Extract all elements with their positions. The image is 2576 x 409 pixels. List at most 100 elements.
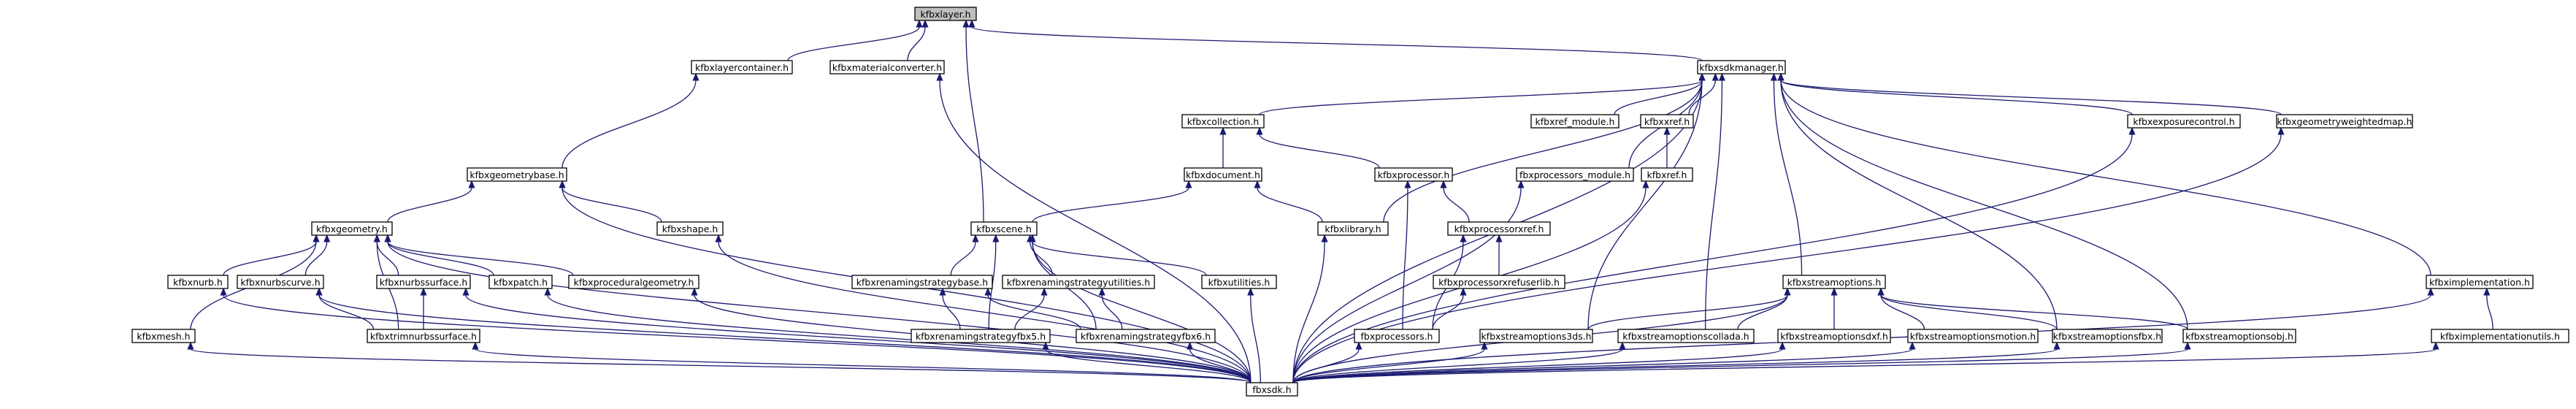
edge-kfbxrenamingstrategyfbx5-to-kfbxrenamingstrategyutilities (1014, 287, 1048, 330)
edge-kfbxrenamingstrategyfbx5-to-kfbxrenamingstrategybase (939, 287, 961, 330)
node-box (1530, 114, 1619, 129)
node-kfbxstreamoptionscollada[interactable]: kfbxstreamoptionscollada.h (1617, 329, 1755, 343)
edge-kfbxlibrary-to-kfbxsdkmanager (1383, 72, 1706, 223)
edge-kfbxtrimnurbssurface-to-kfbxnurbssurface (420, 287, 427, 329)
node-label: kfbxcollection.h (1187, 116, 1260, 127)
node-kfbximplementation[interactable]: kfbximplementation.h (2426, 275, 2534, 289)
node-box (2431, 329, 2569, 343)
node-label: kfbxstreamoptionscollada.h (1622, 331, 1749, 342)
node-kfbxnurb[interactable]: kfbxnurb.h (167, 275, 229, 289)
node-kfbxstreamoptionsmotion[interactable]: kfbxstreamoptionsmotion.h (1907, 329, 2039, 343)
edge-fbxsdk-to-kfbxpatch (544, 287, 1251, 383)
node-label: kfbxstreamoptions3ds.h (1481, 331, 1591, 342)
node-box (1697, 60, 1786, 74)
node-fbxsdk[interactable]: fbxsdk.h (1246, 382, 1298, 397)
node-kfbxmesh[interactable]: kfbxmesh.h (131, 329, 196, 343)
node-box (131, 329, 196, 343)
edge-fbxsdk-to-kfbxmesh (187, 341, 1251, 383)
node-kfbxref[interactable]: kfbxref.h (1641, 167, 1693, 182)
node-label: kfbxstreamoptionsfbx.h (2053, 331, 2161, 342)
node-kfbxmaterialconverter[interactable]: kfbxmaterialconverter.h (829, 60, 945, 74)
node-box (311, 221, 393, 236)
node-box (467, 167, 567, 182)
node-label: kfbxrenamingstrategyfbx6.h (1081, 331, 1211, 342)
edge-layer (187, 19, 2493, 383)
node-kfbxshape[interactable]: kfbxshape.h (656, 221, 724, 236)
node-box (1907, 329, 2039, 343)
node-kfbxrenamingstrategybase[interactable]: kfbxrenamingstrategybase.h (851, 275, 993, 289)
edge-kfbxgeometrybase-to-kfbxlayercontainer (561, 72, 699, 169)
node-label: kfbxshape.h (662, 223, 718, 234)
node-kfbxref-module[interactable]: kfbxref_module.h (1530, 114, 1619, 129)
edge-kfbxnurbscurve-to-kfbxgeometry (304, 234, 331, 276)
node-kfbxnurbssurface[interactable]: kfbxnurbssurface.h (376, 275, 471, 289)
node-label: kfbxlibrary.h (1325, 223, 1381, 234)
node-kfbxrenamingstrategyfbx5[interactable]: kfbxrenamingstrategyfbx5.h (911, 329, 1051, 343)
node-kfbxdocument[interactable]: kfbxdocument.h (1184, 167, 1262, 182)
node-kfbxstreamoptionsfbx[interactable]: kfbxstreamoptionsfbx.h (2052, 329, 2163, 343)
node-box (1002, 275, 1155, 289)
edge-kfbxdocument-to-kfbxcollection (1219, 126, 1227, 169)
node-kfbxrenamingstrategyfbx6[interactable]: kfbxrenamingstrategyfbx6.h (1076, 329, 1216, 343)
node-label: kfbximplementationutils.h (2440, 331, 2560, 342)
node-box (914, 7, 977, 21)
edge-kfbxsdkmanager-to-kfbxlayer (968, 19, 1703, 61)
node-label: kfbxnurb.h (173, 277, 223, 288)
node-label: kfbxref.h (1647, 169, 1687, 180)
node-label: kfbxmesh.h (137, 331, 190, 342)
edge-kfbximplementation-to-kfbxsdkmanager (1777, 72, 2431, 276)
edge-fbxsdk-to-kfbxscene (1029, 234, 1251, 383)
node-label: kfbxexposurecontrol.h (2133, 116, 2234, 127)
node-kfbxrenamingstrategyutilities[interactable]: kfbxrenamingstrategyutilities.h (1002, 275, 1155, 289)
node-kfbxprocessor[interactable]: kfbxprocessor.h (1374, 167, 1453, 182)
node-box (2426, 275, 2534, 289)
node-label: kfbxxref.h (1644, 116, 1690, 127)
node-box (1640, 114, 1694, 129)
node-fbxprocessors-module[interactable]: fbxprocessors_module.h (1516, 167, 1634, 182)
node-kfbxtrimnurbssurface[interactable]: kfbxtrimnurbssurface.h (367, 329, 480, 343)
edge-fbxsdk-to-kfbxexposurecontrol (1292, 126, 2136, 383)
node-kfbxprocessorxref[interactable]: kfbxprocessorxref.h (1447, 221, 1551, 236)
node-kfbxexposurecontrol[interactable]: kfbxexposurecontrol.h (2127, 114, 2241, 129)
node-kfbxxref[interactable]: kfbxxref.h (1640, 114, 1694, 129)
node-kfbximplementationutils[interactable]: kfbximplementationutils.h (2431, 329, 2569, 343)
node-label: kfbxlayercontainer.h (695, 62, 789, 73)
edge-fbxsdk-to-kfbximplementationutils (1292, 341, 2439, 383)
node-kfbxlayercontainer[interactable]: kfbxlayercontainer.h (691, 60, 793, 74)
edge-fbxsdk-to-kfbxgeometryweightedmap (1292, 126, 2285, 383)
node-kfbxcollection[interactable]: kfbxcollection.h (1181, 114, 1265, 129)
node-kfbxsdkmanager[interactable]: kfbxsdkmanager.h (1697, 60, 1786, 74)
edge-kfbximplementationutils-to-kfbximplementation (2483, 287, 2493, 330)
node-kfbxgeometrybase[interactable]: kfbxgeometrybase.h (467, 167, 567, 182)
edge-kfbxstreamoptionscollada-to-kfbxsdkmanager (1704, 72, 1725, 330)
node-label: kfbxstreamoptionsobj.h (2185, 331, 2293, 342)
node-kfbxprocessorxrefuserlib[interactable]: kfbxprocessorxrefuserlib.h (1433, 275, 1565, 289)
edge-kfbxrenamingstrategyfbx6-to-kfbxrenamingstrategybase (984, 287, 1081, 330)
edge-fbxsdk-to-kfbxrenamingstrategyfbx5 (1042, 341, 1251, 383)
node-kfbxutilities[interactable]: kfbxutilities.h (1201, 275, 1277, 289)
node-kfbxlibrary[interactable]: kfbxlibrary.h (1317, 221, 1389, 236)
node-label: kfbxprocessorxrefuserlib.h (1438, 277, 1560, 288)
node-kfbxstreamoptions[interactable]: kfbxstreamoptions.h (1782, 275, 1886, 289)
node-label: kfbxstreamoptions.h (1787, 277, 1882, 288)
edge-kfbxrenamingstrategyfbx6-to-kfbxrenamingstrategyutilities (1098, 287, 1123, 330)
node-kfbxstreamoptions3ds[interactable]: kfbxstreamoptions3ds.h (1479, 329, 1593, 343)
node-label: kfbxtrimnurbssurface.h (370, 331, 477, 342)
node-kfbxgeometry[interactable]: kfbxgeometry.h (311, 221, 393, 236)
node-kfbxgeometryweightedmap[interactable]: kfbxgeometryweightedmap.h (2276, 114, 2413, 129)
edge-fbxsdk-to-kfbxstreamoptionsdxf (1292, 341, 1786, 383)
node-kfbxstreamoptionsdxf[interactable]: kfbxstreamoptionsdxf.h (1777, 329, 1891, 343)
node-kfbxpatch[interactable]: kfbxpatch.h (488, 275, 553, 289)
node-kfbxproceduralgeometry[interactable]: kfbxproceduralgeometry.h (568, 275, 699, 289)
node-kfbxlayer[interactable]: kfbxlayer.h (914, 7, 977, 21)
node-box (568, 275, 699, 289)
node-kfbxscene[interactable]: kfbxscene.h (970, 221, 1038, 236)
node-label: kfbxref_module.h (1536, 116, 1615, 127)
edge-fbxsdk-to-kfbxrenamingstrategyfbx6 (1186, 341, 1251, 383)
node-label: kfbxproceduralgeometry.h (574, 277, 694, 288)
node-fbxprocessors[interactable]: fbxprocessors.h (1354, 329, 1440, 343)
edge-kfbxcollection-to-kfbxsdkmanager (1259, 72, 1706, 115)
node-kfbxnurbscurve[interactable]: kfbxnurbscurve.h (237, 275, 324, 289)
node-kfbxstreamoptionsobj[interactable]: kfbxstreamoptionsobj.h (2182, 329, 2296, 343)
